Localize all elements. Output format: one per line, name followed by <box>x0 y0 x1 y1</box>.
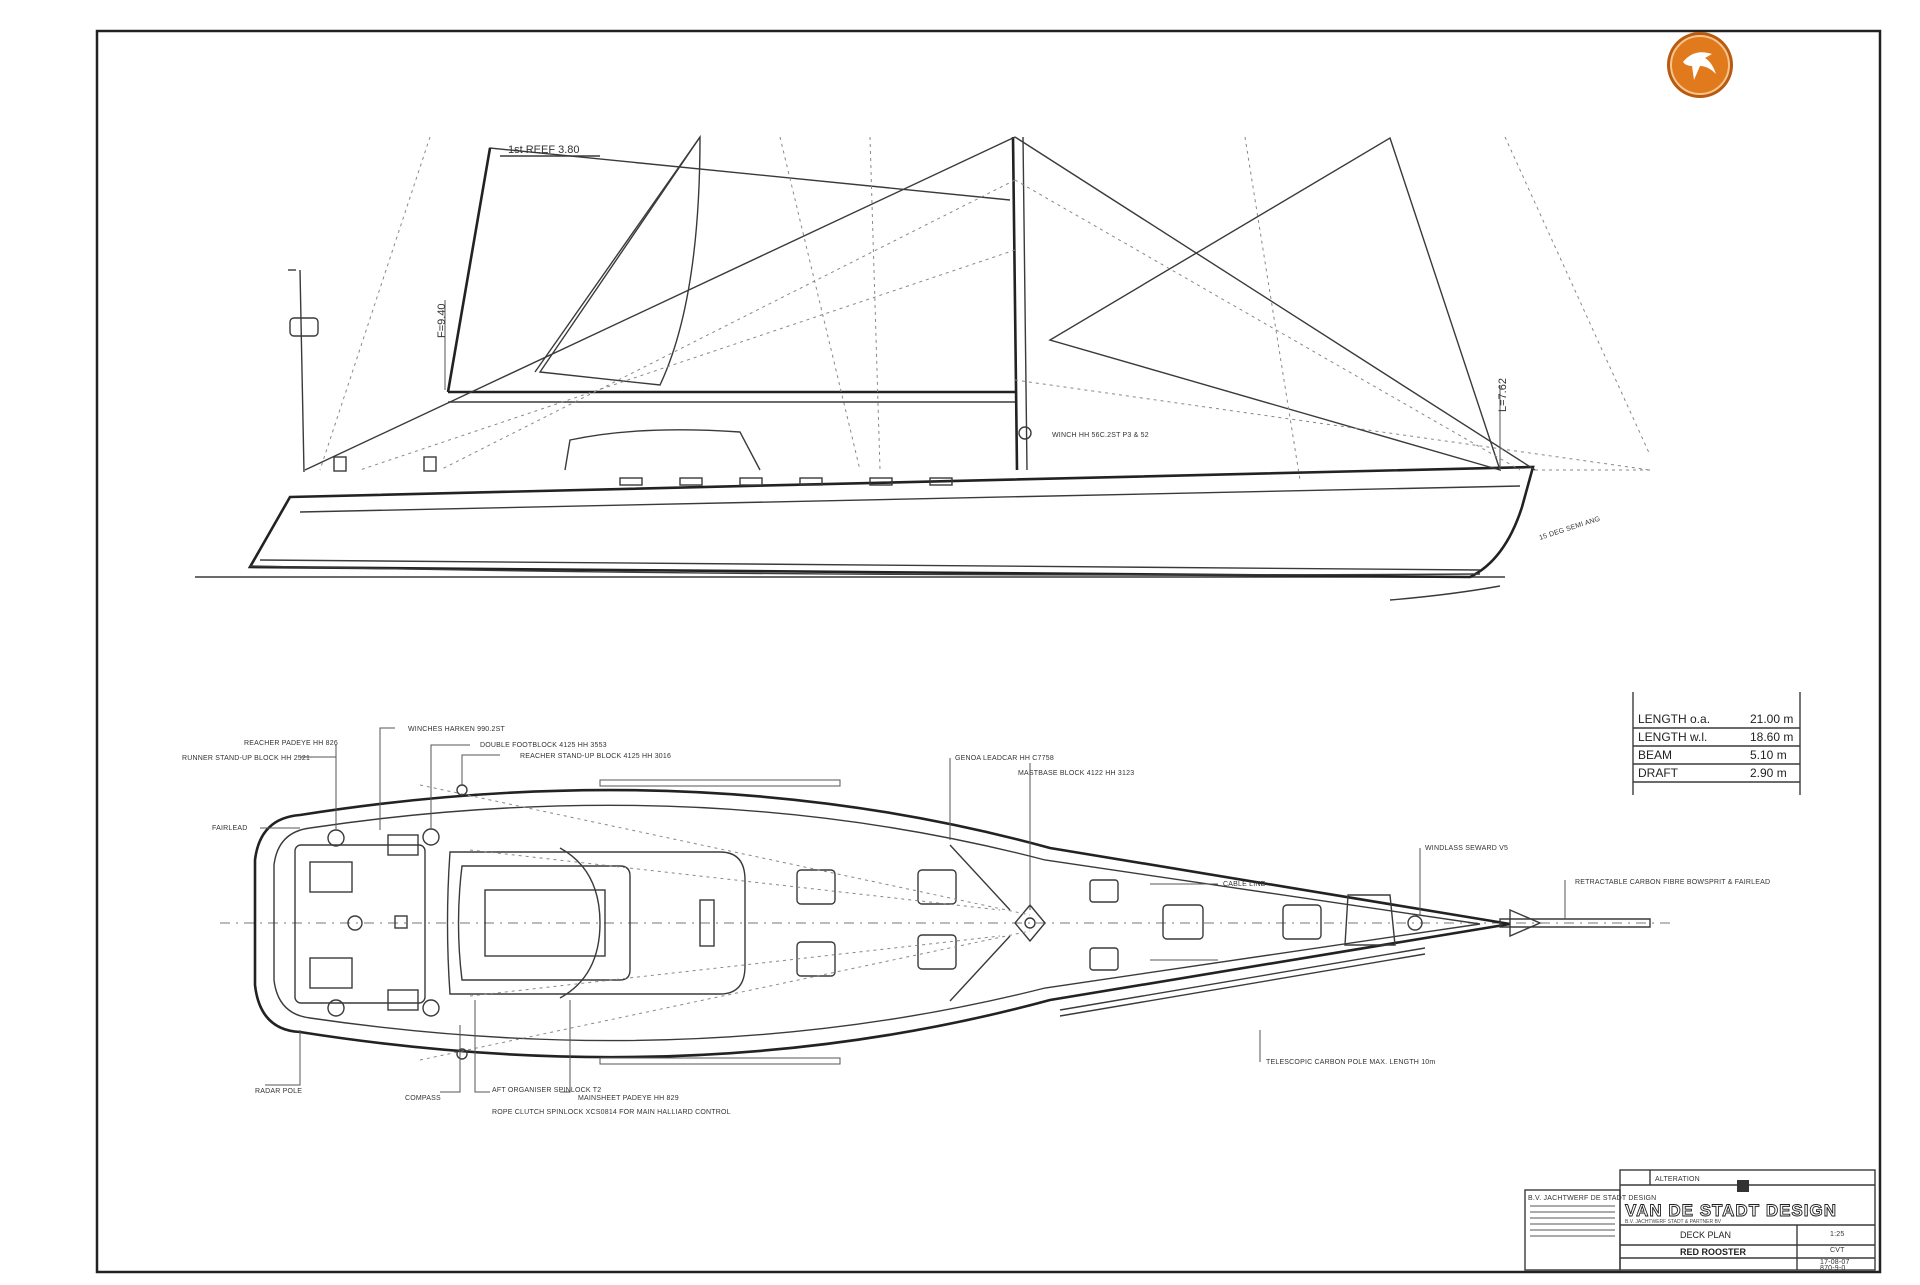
luff-dimension-label: L=7.62 <box>1497 378 1509 412</box>
sheet-frame <box>95 29 1882 1274</box>
callout-genoa-leadcar: GENOA LEADCAR HH C7758 <box>955 755 1054 762</box>
sail-plan: 1st REEF 3.80 F=9.40 L=7.62 WINCH HH 56C… <box>195 134 1651 601</box>
hull-profile <box>247 465 1535 579</box>
staysail <box>538 134 701 386</box>
headsail <box>1048 136 1502 472</box>
windlass <box>1407 915 1423 931</box>
seagull-logo-icon <box>1667 32 1733 98</box>
reef-label: 1st REEF 3.80 <box>508 144 580 156</box>
spec-value: 18.60 m <box>1750 730 1793 744</box>
hatch <box>1282 904 1322 940</box>
winch <box>327 829 345 847</box>
rake-label: 15 DEG SEMI ANG <box>1538 516 1601 542</box>
project-name: RED ROOSTER <box>1680 1247 1747 1257</box>
forestay <box>1014 136 1536 471</box>
spec-value: 2.90 m <box>1750 766 1787 780</box>
bowsprit <box>1499 918 1651 928</box>
telescopic-pole <box>1059 947 1426 1011</box>
revision-header: ALTERATION <box>1655 1176 1700 1183</box>
fore-dimension-label: F=9.40 <box>436 303 448 338</box>
hatch <box>917 869 957 905</box>
hatch <box>796 941 836 977</box>
callout-compass: COMPASS <box>405 1095 441 1102</box>
deckhouse <box>564 429 761 471</box>
callout-double-footblock: DOUBLE FOOTBLOCK 4125 HH 3553 <box>480 742 607 749</box>
callout-bowsprit: RETRACTABLE CARBON FIBRE BOWSPRIT & FAIR… <box>1575 879 1770 886</box>
firm-address: B.V. JACHTWERF STADT & PARTNER BV <box>1625 1219 1722 1225</box>
spec-table: LENGTH o.a. 21.00 m LENGTH w.l. 18.60 m … <box>1632 692 1801 795</box>
winch <box>422 828 440 846</box>
backstay <box>304 136 1016 471</box>
deck-outline <box>253 788 1511 1059</box>
toe-rail <box>273 804 1481 1042</box>
mainsail <box>447 147 1011 393</box>
callout-runner-block: RUNNER STAND-UP BLOCK HH 2521 <box>182 755 310 762</box>
winch <box>422 999 440 1017</box>
deck-plan: RUNNER STAND-UP BLOCK HH 2521 REACHER PA… <box>182 726 1770 1116</box>
callout-mainsheet-padeye: MAINSHEET PADEYE HH 829 <box>578 1095 679 1102</box>
spec-label: LENGTH w.l. <box>1638 730 1707 744</box>
callout-aft-organiser: AFT ORGANISER SPINLOCK T2 <box>492 1087 601 1094</box>
spec-label: BEAM <box>1638 748 1672 762</box>
firm-name: VAN DE STADT DESIGN <box>1625 1201 1837 1220</box>
sheer-line <box>299 485 1521 513</box>
winch <box>327 999 345 1017</box>
spec-label: DRAFT <box>1638 766 1679 780</box>
radar-pole <box>299 269 305 473</box>
mast <box>1011 136 1019 471</box>
callout-reacher-padeye: REACHER PADEYE HH 826 <box>244 740 338 747</box>
drawn-by: CVT <box>1830 1247 1845 1254</box>
coachroof <box>446 851 746 995</box>
callout-radar-pole: RADAR POLE <box>255 1088 302 1095</box>
hatch <box>1089 879 1119 903</box>
aft-cockpit <box>294 844 426 1004</box>
callout-winches: WINCHES HARKEN 990.2ST <box>408 726 506 733</box>
callout-fairlead: FAIRLEAD <box>212 825 247 832</box>
hatch <box>796 869 836 905</box>
drawing-number: 870-9-0 <box>1820 1265 1846 1272</box>
mast-base <box>1014 903 1046 943</box>
callout-windlass: WINDLASS SEWARD V5 <box>1425 845 1508 852</box>
hatch <box>917 934 957 970</box>
firm-logo-icon <box>1737 1180 1749 1192</box>
callout-telescopic-pole: TELESCOPIC CARBON POLE MAX. LENGTH 10m <box>1266 1059 1435 1066</box>
note-block: B.V. JACHTWERF DE STADT DESIGN <box>1528 1195 1656 1202</box>
callout-reacher-standup: REACHER STAND-UP BLOCK 4125 HH 3016 <box>520 753 671 760</box>
drawing-scale: 1:25 <box>1830 1231 1844 1238</box>
drawing-date: 17-08-07 <box>1820 1259 1850 1266</box>
drawing-title: DECK PLAN <box>1680 1230 1731 1240</box>
callout-rope-clutch: ROPE CLUTCH SPINLOCK XCS0814 FOR MAIN HA… <box>492 1109 731 1116</box>
hatch <box>1089 947 1119 971</box>
title-block: B.V. JACHTWERF DE STADT DESIGN ALTERATIO… <box>1524 1169 1876 1272</box>
winch-label: WINCH HH 56C.2ST P3 & 52 <box>1052 432 1149 439</box>
spec-value: 21.00 m <box>1750 712 1793 726</box>
spec-label: LENGTH o.a. <box>1638 712 1710 726</box>
spec-value: 5.10 m <box>1750 748 1787 762</box>
callout-mastbase-block: MASTBASE BLOCK 4122 HH 3123 <box>1018 770 1134 777</box>
hatch <box>1162 904 1204 940</box>
callout-cable-line: CABLE LINE <box>1223 881 1266 888</box>
